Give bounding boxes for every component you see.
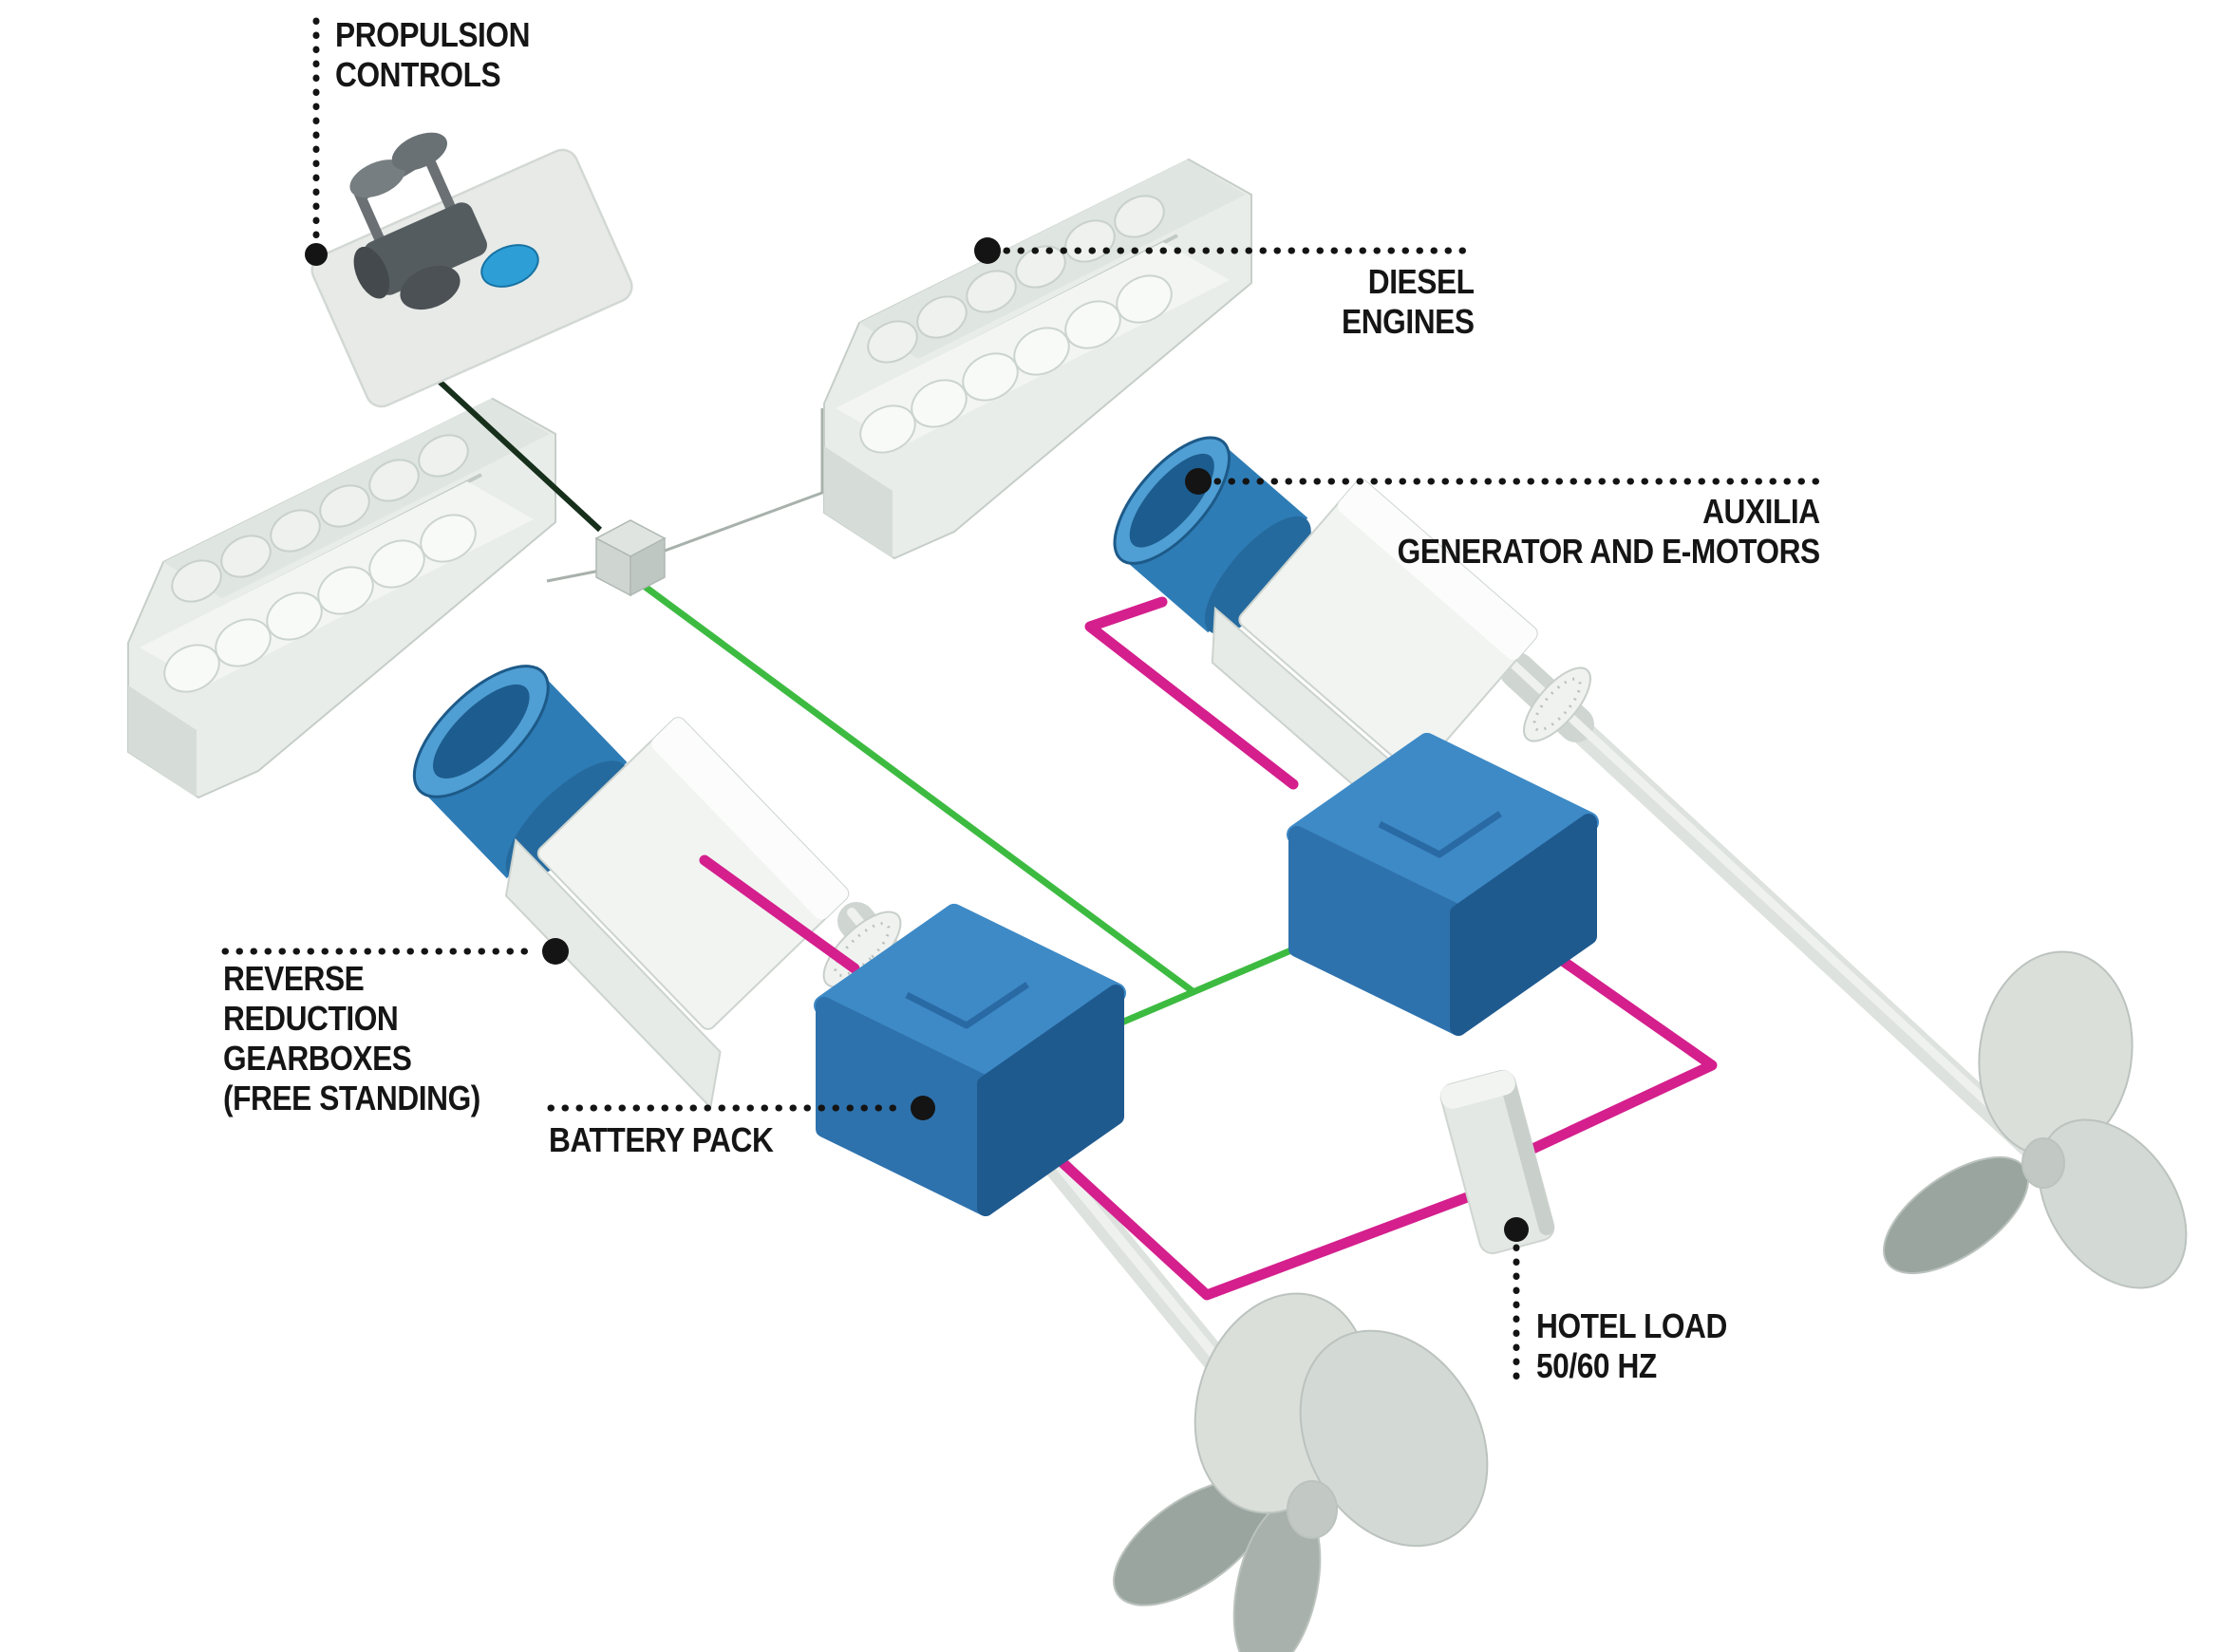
propulsion-control-panel bbox=[310, 132, 633, 408]
control-button-dark bbox=[400, 265, 461, 310]
leader-lines bbox=[221, 17, 1825, 1382]
power-line-magenta bbox=[699, 596, 1718, 1301]
control-button-blue bbox=[480, 244, 539, 288]
throttle-levers bbox=[349, 132, 487, 299]
junction-box bbox=[594, 519, 667, 597]
propeller-right bbox=[1882, 950, 2188, 1289]
label-diesel-engines: DIESEL ENGINES bbox=[1342, 262, 1475, 341]
reduction-gearbox-left bbox=[504, 717, 850, 1110]
label-hotel-load: HOTEL LOAD 50/60 HZ bbox=[1536, 1306, 1727, 1385]
leader-anchor-dots bbox=[305, 237, 1529, 1242]
label-auxiliary-generator: AUXILIA GENERATOR AND E-MOTORS bbox=[1397, 492, 1820, 571]
e-motor-generator-left bbox=[412, 665, 629, 880]
label-battery-pack: BATTERY PACK bbox=[549, 1120, 774, 1159]
battery-pack-right bbox=[1287, 733, 1599, 1036]
propeller-left bbox=[1113, 1292, 1489, 1652]
label-propulsion-controls: PROPULSION CONTROLS bbox=[335, 15, 531, 94]
hotel-load-unit bbox=[1439, 1069, 1555, 1255]
label-reverse-reduction-gearboxes: REVERSE REDUCTION GEARBOXES (FREE STANDI… bbox=[223, 959, 480, 1117]
battery-pack-left bbox=[814, 904, 1126, 1216]
gearbox-output-flange-right bbox=[1523, 666, 1591, 742]
